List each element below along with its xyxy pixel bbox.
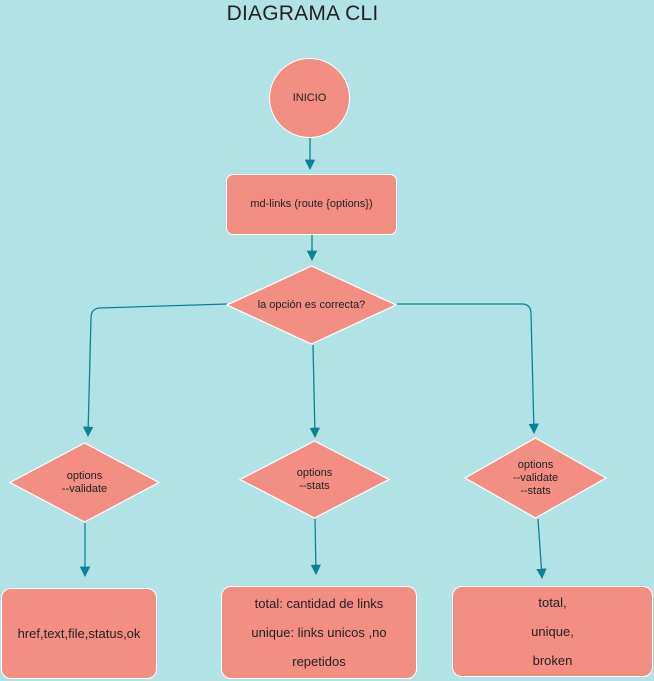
diagram-title: DIAGRAMA CLI [226, 2, 379, 25]
edge-stats-to-result [310, 518, 322, 576]
branch-stats-line: options [296, 466, 333, 479]
result-stats-line: repetidos [292, 654, 346, 669]
result-validate-node: href,text,file,status,ok [1, 588, 157, 679]
result-stats-node: total: cantidad de links unique: links u… [221, 586, 417, 679]
result-validate-stats-node: total, unique, broken [452, 586, 653, 677]
md-links-call-label: md-links (route {options}) [250, 198, 373, 210]
result-stats-line: unique: links unicos ,no [251, 625, 387, 640]
decision-shape [226, 265, 397, 345]
branch-stats-shape [239, 440, 390, 519]
branch-validate-stats-line: options [517, 458, 554, 471]
branch-validate-shape [9, 442, 160, 523]
result-validate-line: href,text,file,status,ok [17, 626, 141, 641]
branch-validate-node: options --validate [9, 442, 160, 523]
edge-decision-to-stats [309, 344, 321, 439]
branch-validate-stats-node: options --validate --stats [464, 437, 607, 519]
edge-decision-to-validate-stats [397, 303, 539, 435]
start-node-label: INICIO [292, 91, 327, 104]
md-links-call-node: md-links (route {options}) [226, 174, 397, 235]
result-validate-stats-line: broken [532, 653, 573, 668]
branch-stats-node: options --stats [239, 440, 390, 519]
branch-validate-stats-shape [464, 437, 607, 519]
decision-label: la opción es correcta? [257, 298, 366, 311]
branch-validate-line: --validate [61, 482, 108, 495]
result-stats-line: total: cantidad de links [254, 596, 384, 611]
branch-stats-line: --stats [299, 479, 330, 492]
decision-node: la opción es correcta? [226, 265, 397, 345]
branch-validate-line: options [66, 469, 103, 482]
branch-validate-stats-line: --stats [520, 484, 551, 497]
branch-validate-stats-line: --validate [512, 471, 559, 484]
edge-decision-to-validate [83, 303, 228, 438]
edge-validate-stats-to-result [536, 518, 547, 580]
result-validate-stats-line: unique, [531, 624, 574, 639]
result-validate-stats-line: total, [538, 595, 567, 610]
start-node: INICIO [269, 58, 350, 138]
